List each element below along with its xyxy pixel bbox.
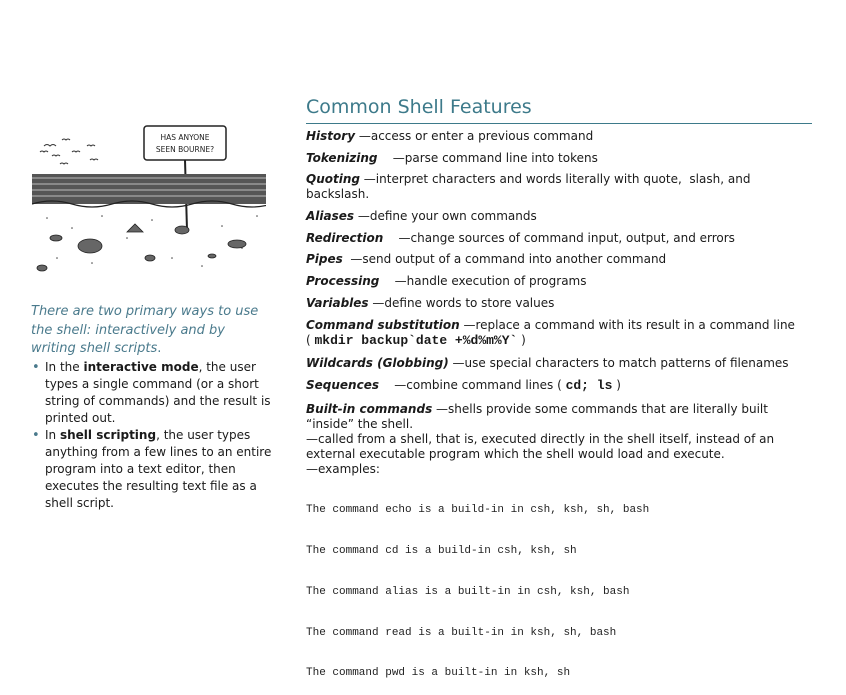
bullet-bold: shell scripting (59, 428, 157, 442)
feature-command-substitution: Command substitution —replace a command … (306, 318, 816, 348)
feature-term: Built-in commands (306, 402, 433, 416)
example-line: The command alias is a built-in in csh, … (306, 585, 630, 598)
feature-builtin: Built-in commands —shells provide some c… (306, 402, 816, 477)
intro-trailing: . (157, 341, 162, 356)
feature-term: Aliases (306, 209, 355, 223)
page-title: Common Shell Features (306, 95, 812, 124)
builtin-explanation: —called from a shell, that is, executed … (306, 432, 775, 461)
sign-text-line1: HAS ANYONE (160, 133, 209, 142)
feature-processing: Processing —handle execution of programs (306, 274, 816, 289)
feature-desc: —shells provide some commands that are l… (306, 402, 772, 431)
beach-cartoon-illustration: HAS ANYONE SEEN BOURNE? (32, 108, 266, 273)
feature-desc: —interpret characters and words literall… (306, 172, 755, 201)
bullet-suffix: , the user types anything from a few lin… (45, 428, 272, 510)
feature-term: Variables (306, 296, 369, 310)
intro-paragraph: There are two primary ways to use the sh… (31, 303, 271, 359)
feature-desc: —define words to store values (368, 296, 555, 310)
builtin-examples-list: The command echo is a build-in in csh, k… (306, 477, 816, 695)
feature-term: Command substitution (306, 318, 460, 332)
feature-quoting: Quoting —interpret characters and words … (306, 172, 816, 202)
shell-usage-list: • In the interactive mode, the user type… (32, 359, 272, 512)
feature-pipes: Pipes —send output of a command into ano… (306, 252, 816, 267)
bullet-icon: • (32, 360, 40, 375)
feature-term: Pipes (306, 252, 343, 266)
feature-tokenizing: Tokenizing —parse command line into toke… (306, 151, 816, 166)
example-line: The command pwd is a built-in in ksh, sh (306, 667, 571, 680)
feature-term: Wildcards (Globbing) (306, 356, 449, 370)
feature-desc: —define your own commands (354, 209, 537, 223)
bullet-icon: • (32, 428, 40, 443)
code-close-paren: ) (517, 333, 526, 347)
feature-term: Tokenizing (306, 151, 378, 165)
feature-term: Quoting (306, 172, 360, 186)
feature-sequences: Sequences —combine command lines ( cd; l… (306, 378, 816, 393)
list-item: • In the interactive mode, the user type… (32, 359, 272, 427)
example-line: The command read is a built-in in ksh, s… (306, 626, 617, 639)
feature-desc: —access or enter a previous command (355, 129, 594, 143)
feature-desc: —change sources of command input, output… (383, 231, 735, 245)
feature-history: History —access or enter a previous comm… (306, 129, 816, 144)
feature-desc: —send output of a command into another c… (342, 252, 667, 266)
feature-term: Sequences (306, 378, 379, 392)
intro-text: There are two primary ways to use the sh… (31, 304, 259, 356)
code-open-paren: ( (306, 333, 315, 347)
builtin-examples-label: —examples: (306, 462, 380, 476)
feature-aliases: Aliases —define your own commands (306, 209, 816, 224)
feature-desc: —combine command lines ( (379, 378, 566, 392)
code-example: mkdir backup`date +%d%m%Y` (314, 333, 518, 348)
bullet-prefix: In the (45, 360, 84, 374)
feature-redirection: Redirection —change sources of command i… (306, 231, 816, 246)
list-item: • In shell scripting, the user types any… (32, 427, 272, 512)
sign-text-line2: SEEN BOURNE? (156, 145, 214, 154)
feature-desc: —parse command line into tokens (377, 151, 598, 165)
feature-desc: —use special characters to match pattern… (448, 356, 789, 370)
feature-desc: —handle execution of programs (379, 274, 587, 288)
bullet-bold: interactive mode (83, 360, 199, 374)
feature-variables: Variables —define words to store values (306, 296, 816, 311)
code-example: cd; ls (565, 378, 613, 393)
feature-desc: —replace a command with its result in a … (459, 318, 795, 332)
bullet-suffix: , the user types a single command (or a … (45, 360, 271, 425)
bullet-prefix: In (45, 428, 60, 442)
feature-term: History (306, 129, 356, 143)
feature-desc-end: ) (612, 378, 621, 392)
feature-wildcards: Wildcards (Globbing) —use special charac… (306, 356, 816, 371)
example-line: The command echo is a build-in in csh, k… (306, 504, 650, 517)
feature-term: Redirection (306, 231, 384, 245)
feature-term: Processing (306, 274, 380, 288)
example-line: The command cd is a build-in csh, ksh, s… (306, 544, 577, 557)
